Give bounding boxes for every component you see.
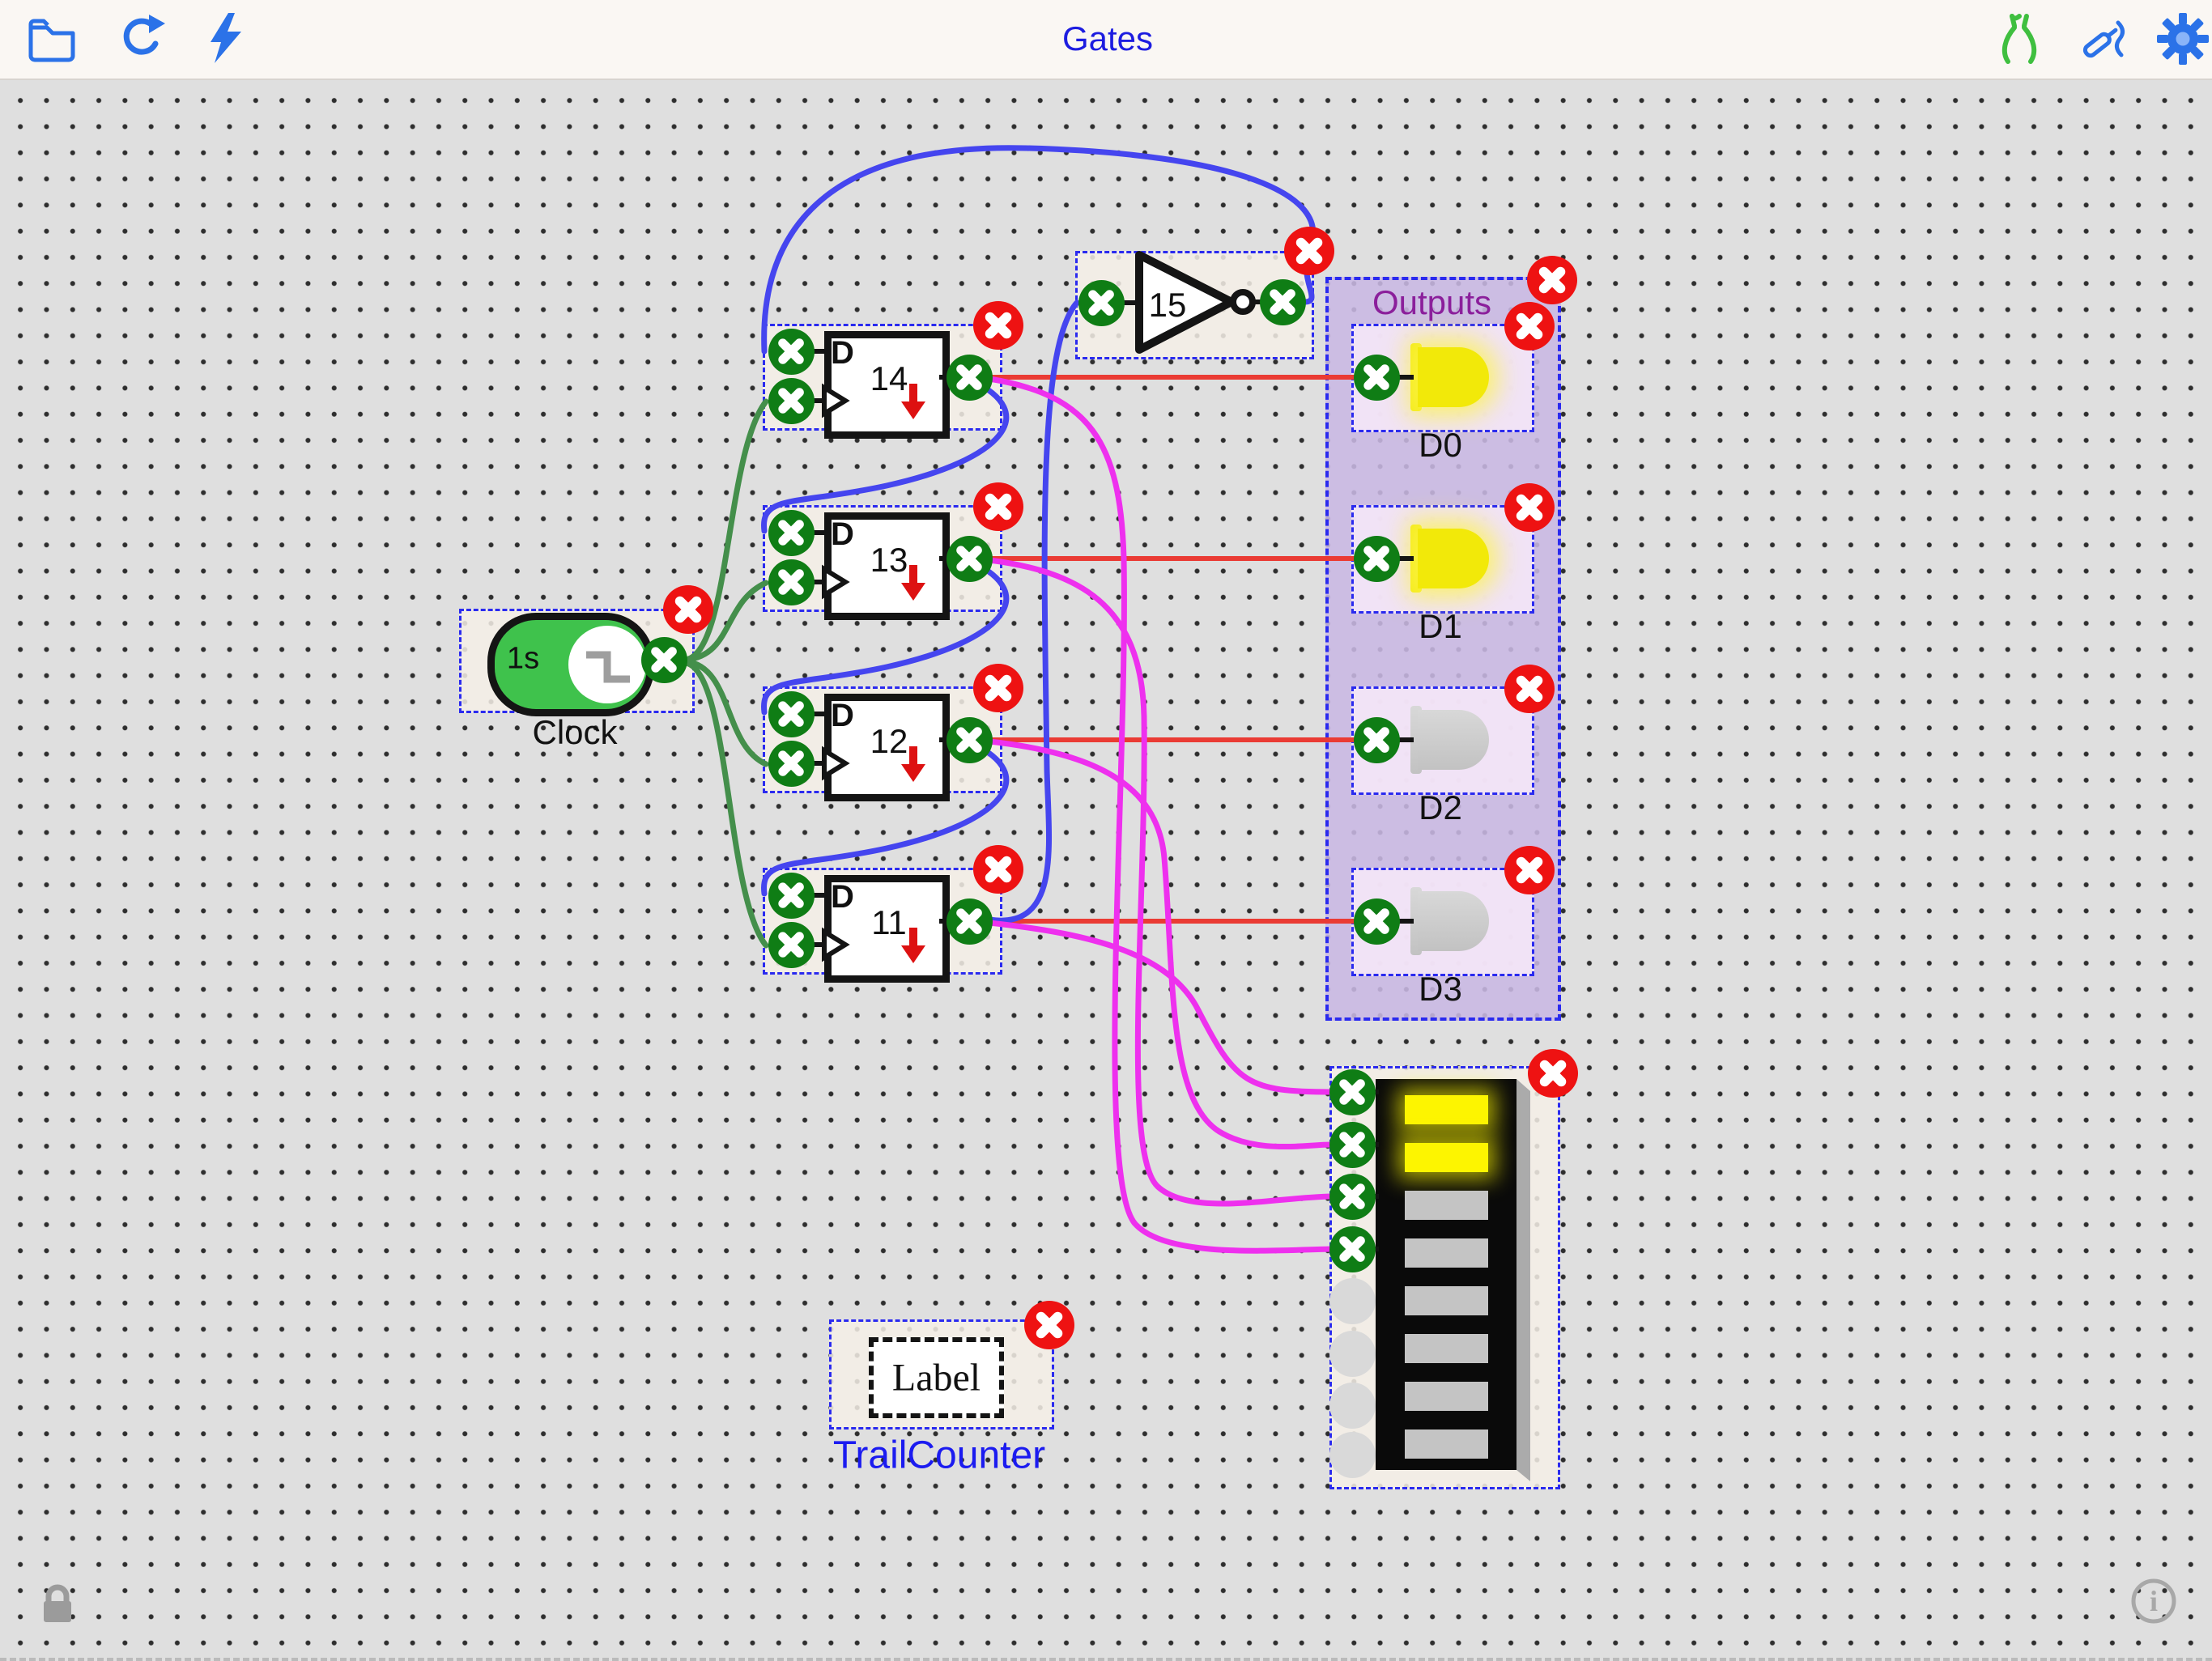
led-label-D1: D1 bbox=[1419, 607, 1462, 646]
toolbar: Gates bbox=[0, 0, 2212, 80]
reload-icon[interactable] bbox=[115, 11, 170, 66]
delete-ff13-button[interactable] bbox=[973, 482, 1023, 531]
led-label-D0: D0 bbox=[1419, 426, 1462, 465]
delete-led-D0-button[interactable] bbox=[1504, 302, 1555, 350]
ff11-clock-input-port[interactable] bbox=[768, 922, 815, 968]
bar-input-port-6[interactable] bbox=[1329, 1331, 1376, 1377]
ff12-clock-input-port[interactable] bbox=[768, 741, 815, 787]
led-D0-lit bbox=[1410, 347, 1490, 407]
square-wave-icon bbox=[568, 626, 646, 703]
flipflop-number: 11 bbox=[871, 903, 907, 942]
flipflop-d-label: D bbox=[831, 698, 854, 734]
flipflop-number: 12 bbox=[870, 722, 908, 761]
flipflop-number: 13 bbox=[870, 541, 908, 580]
bar-segment-6-off bbox=[1405, 1334, 1488, 1363]
delete-ff14-button[interactable] bbox=[973, 301, 1023, 350]
led-label-D2: D2 bbox=[1419, 788, 1462, 827]
gear-icon[interactable] bbox=[2155, 11, 2210, 66]
delete-bar-display-button[interactable] bbox=[1528, 1049, 1578, 1098]
led-body bbox=[1418, 891, 1489, 951]
lock-icon[interactable] bbox=[34, 1580, 81, 1627]
clock-caption: Clock bbox=[532, 713, 617, 752]
led-body bbox=[1418, 347, 1489, 407]
delete-label-button[interactable] bbox=[1024, 1301, 1074, 1349]
delete-led-D2-button[interactable] bbox=[1504, 665, 1555, 713]
bar-input-port-7[interactable] bbox=[1329, 1383, 1376, 1429]
svg-text:i: i bbox=[2150, 1585, 2158, 1617]
led-D3-input-port[interactable] bbox=[1354, 898, 1400, 945]
pliers-icon[interactable] bbox=[1992, 11, 2047, 66]
ff14-q-output-port[interactable] bbox=[946, 355, 993, 401]
bar-segment-7-off bbox=[1405, 1382, 1488, 1411]
bar-segment-4-off bbox=[1405, 1238, 1488, 1268]
bar-input-port-2[interactable] bbox=[1329, 1122, 1376, 1168]
bar-input-port-8[interactable] bbox=[1329, 1432, 1376, 1478]
bar-segment-3-off bbox=[1405, 1191, 1488, 1220]
folder-icon[interactable] bbox=[24, 11, 79, 66]
not15-input-port[interactable] bbox=[1078, 280, 1125, 326]
delete-ff12-button[interactable] bbox=[973, 664, 1023, 712]
ff11-q-output-port[interactable] bbox=[946, 898, 993, 945]
led-D2-off bbox=[1410, 710, 1490, 770]
ff13-clock-input-port[interactable] bbox=[768, 559, 815, 605]
ff13-d-input-port[interactable] bbox=[768, 510, 815, 556]
bar-input-port-1[interactable] bbox=[1329, 1069, 1376, 1115]
bar-input-port-3[interactable] bbox=[1329, 1174, 1376, 1220]
bar-input-port-5[interactable] bbox=[1329, 1278, 1376, 1324]
bar-segment-1-lit bbox=[1405, 1095, 1488, 1124]
clock-interval: 1s bbox=[507, 642, 539, 677]
led-D2-input-port[interactable] bbox=[1354, 717, 1400, 763]
bar-display-body bbox=[1376, 1079, 1516, 1470]
not-gate-number: 15 bbox=[1149, 286, 1187, 325]
led-D1-input-port[interactable] bbox=[1354, 536, 1400, 582]
delete-outputs-group-button[interactable] bbox=[1527, 256, 1577, 304]
page-title: Gates bbox=[1027, 19, 1189, 58]
led-D0-input-port[interactable] bbox=[1354, 355, 1400, 401]
info-icon[interactable]: i bbox=[2129, 1577, 2178, 1625]
flipflop-d-label: D bbox=[831, 335, 854, 372]
label-caption: TrailCounter bbox=[833, 1434, 1045, 1478]
flipflop-number: 14 bbox=[870, 359, 908, 398]
clock-knob bbox=[568, 626, 646, 703]
ff12-q-output-port[interactable] bbox=[946, 717, 993, 763]
bar-segment-8-off bbox=[1405, 1429, 1488, 1459]
ff14-d-input-port[interactable] bbox=[768, 329, 815, 375]
lightning-icon[interactable] bbox=[199, 11, 254, 66]
ff13-q-output-port[interactable] bbox=[946, 536, 993, 582]
delete-led-D3-button[interactable] bbox=[1504, 846, 1555, 894]
delete-not15-button[interactable] bbox=[1284, 227, 1334, 275]
clock-output-port[interactable] bbox=[641, 637, 687, 683]
flipflop-d-label: D bbox=[831, 516, 854, 553]
probe-icon[interactable] bbox=[2076, 11, 2131, 66]
delete-led-D1-button[interactable] bbox=[1504, 483, 1555, 532]
bar-segment-2-lit bbox=[1405, 1143, 1488, 1172]
label-text: Label bbox=[892, 1356, 981, 1400]
delete-ff11-button[interactable] bbox=[973, 845, 1023, 894]
flipflop-d-label: D bbox=[831, 879, 854, 915]
not15-output-port[interactable] bbox=[1260, 279, 1306, 325]
delete-clock-button[interactable] bbox=[663, 585, 713, 634]
bar-input-port-4[interactable] bbox=[1329, 1226, 1376, 1272]
led-body bbox=[1418, 529, 1489, 588]
led-body bbox=[1418, 710, 1489, 770]
ff11-d-input-port[interactable] bbox=[768, 873, 815, 919]
led-label-D3: D3 bbox=[1419, 970, 1462, 1009]
ff14-clock-input-port[interactable] bbox=[768, 378, 815, 424]
led-D3-off bbox=[1410, 891, 1490, 951]
led-D1-lit bbox=[1410, 529, 1490, 588]
bar-segment-5-off bbox=[1405, 1286, 1488, 1315]
outputs-group-title: Outputs bbox=[1372, 283, 1491, 322]
ff12-d-input-port[interactable] bbox=[768, 691, 815, 737]
